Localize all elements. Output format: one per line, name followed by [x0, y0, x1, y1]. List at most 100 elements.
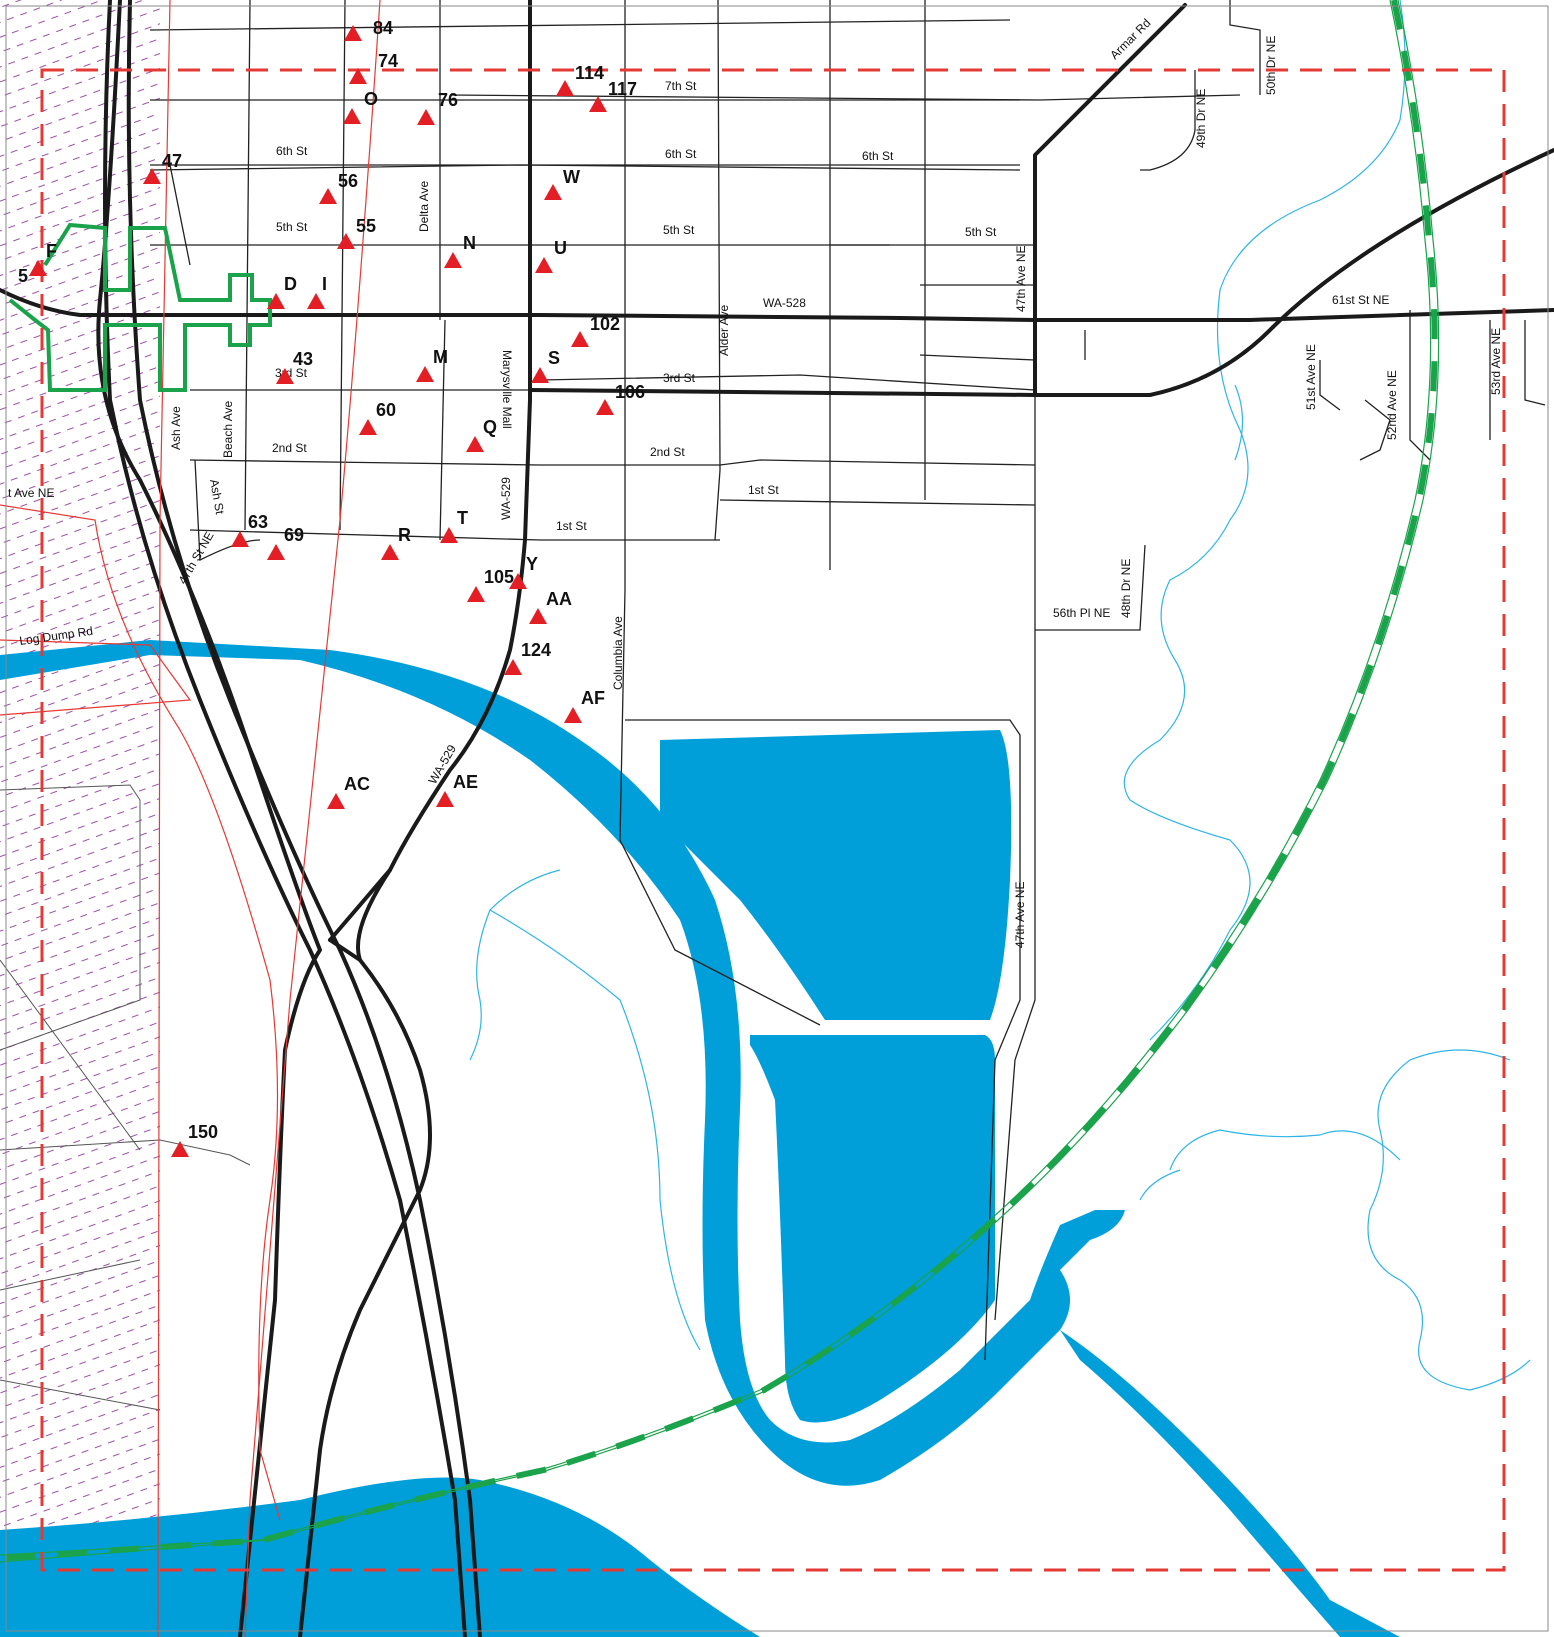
site-marker[interactable]: 5 — [18, 260, 47, 286]
triangle-marker-icon[interactable] — [337, 233, 355, 249]
site-marker[interactable]: R — [381, 525, 411, 560]
triangle-marker-icon[interactable] — [509, 573, 527, 589]
triangle-marker-icon[interactable] — [571, 331, 589, 347]
triangle-marker-icon[interactable] — [29, 260, 47, 276]
pond-south — [750, 1035, 995, 1423]
site-marker[interactable]: 106 — [596, 382, 645, 415]
site-marker[interactable]: 114 — [556, 63, 604, 96]
site-marker[interactable]: 124 — [504, 640, 551, 675]
site-marker[interactable]: 84 — [344, 18, 393, 41]
triangle-marker-icon[interactable] — [504, 659, 522, 675]
site-marker[interactable]: W — [544, 167, 580, 200]
study-area-boundary — [40, 68, 1506, 1572]
marker-label: AF — [581, 688, 605, 708]
triangle-marker-icon[interactable] — [529, 608, 547, 624]
marker-label: 63 — [248, 512, 268, 532]
site-marker[interactable]: 102 — [571, 314, 620, 347]
street-label: 5th St — [276, 220, 308, 234]
triangle-marker-icon[interactable] — [267, 544, 285, 560]
triangle-marker-icon[interactable] — [416, 366, 434, 382]
marker-label: 56 — [338, 171, 358, 191]
marker-label: 84 — [373, 18, 393, 38]
triangle-marker-icon[interactable] — [381, 544, 399, 560]
triangle-marker-icon[interactable] — [231, 531, 249, 547]
triangle-marker-icon[interactable] — [417, 109, 435, 125]
triangle-marker-icon[interactable] — [589, 96, 607, 112]
marker-label: 117 — [608, 79, 637, 99]
street-label: 3rd St — [663, 371, 696, 385]
triangle-marker-icon[interactable] — [307, 293, 325, 309]
site-marker[interactable]: AA — [529, 589, 572, 624]
triangle-marker-icon[interactable] — [436, 791, 454, 807]
triangle-marker-icon[interactable] — [535, 257, 553, 273]
triangle-marker-icon[interactable] — [440, 527, 458, 543]
site-marker[interactable]: O — [343, 89, 378, 124]
site-marker[interactable]: AF — [564, 688, 605, 723]
site-marker[interactable]: 74 — [349, 51, 398, 84]
triangle-marker-icon[interactable] — [343, 108, 361, 124]
site-marker[interactable]: T — [440, 508, 468, 543]
site-marker[interactable]: AE — [436, 772, 478, 807]
site-marker[interactable]: N — [444, 233, 476, 268]
site-marker[interactable]: I — [307, 274, 327, 309]
site-marker[interactable]: 117 — [589, 79, 637, 112]
marker-label: F — [46, 241, 57, 261]
street-label: t Ave NE — [8, 486, 54, 500]
street-label: 1st St — [748, 483, 779, 497]
triangle-marker-icon[interactable] — [171, 1141, 189, 1157]
trail — [0, 0, 1440, 1563]
marker-label: 43 — [293, 349, 313, 369]
triangle-marker-icon[interactable] — [544, 184, 562, 200]
site-marker[interactable]: D — [267, 274, 297, 309]
site-marker[interactable]: S — [531, 348, 560, 383]
marker-label: W — [563, 167, 580, 187]
street-label: Armar Rd — [1107, 16, 1153, 62]
site-marker[interactable]: Y — [509, 554, 538, 589]
marker-label: Q — [483, 417, 497, 437]
triangle-marker-icon[interactable] — [359, 419, 377, 435]
triangle-marker-icon[interactable] — [467, 586, 485, 602]
triangle-marker-icon[interactable] — [327, 793, 345, 809]
site-marker[interactable]: 76 — [417, 90, 458, 125]
armar-road — [1033, 3, 1187, 397]
parcel-lines — [0, 784, 251, 1411]
triangle-marker-icon[interactable] — [444, 252, 462, 268]
marker-label: AE — [453, 772, 478, 792]
site-marker[interactable]: 55 — [337, 216, 376, 249]
triangle-marker-icon[interactable] — [466, 436, 484, 452]
site-marker[interactable]: 63 — [231, 512, 268, 547]
street-label: 7th St — [665, 79, 697, 93]
triangle-marker-icon[interactable] — [349, 68, 367, 84]
street-label: WA-528 — [763, 296, 806, 310]
site-marker[interactable]: 43 — [276, 349, 313, 384]
site-marker[interactable]: 60 — [359, 400, 396, 435]
site-marker[interactable]: 105 — [467, 567, 514, 602]
triangle-marker-icon[interactable] — [276, 368, 294, 384]
map-frame — [5, 5, 1549, 1632]
marker-label: 76 — [438, 90, 458, 110]
triangle-marker-icon[interactable] — [319, 188, 337, 204]
site-marker[interactable]: 69 — [267, 525, 304, 560]
triangle-marker-icon[interactable] — [531, 367, 549, 383]
site-marker[interactable]: M — [416, 347, 448, 382]
site-marker[interactable]: 150 — [171, 1122, 218, 1157]
site-marker[interactable]: 47 — [143, 151, 182, 184]
triangle-marker-icon[interactable] — [267, 293, 285, 309]
site-marker[interactable]: AC — [327, 774, 370, 809]
triangle-marker-icon[interactable] — [556, 80, 574, 96]
triangle-marker-icon[interactable] — [596, 399, 614, 415]
site-marker[interactable]: Q — [466, 417, 497, 452]
triangle-marker-icon[interactable] — [143, 168, 161, 184]
triangle-marker-icon[interactable] — [344, 25, 362, 41]
streams — [469, 0, 1531, 1391]
triangle-marker-icon[interactable] — [564, 707, 582, 723]
site-marker[interactable]: U — [535, 238, 567, 273]
marker-label: 102 — [590, 314, 620, 334]
river-south — [0, 1477, 760, 1637]
street-label: 47th Ave NE — [1014, 246, 1028, 313]
site-marker[interactable]: 56 — [319, 171, 358, 204]
marker-label: D — [284, 274, 297, 294]
